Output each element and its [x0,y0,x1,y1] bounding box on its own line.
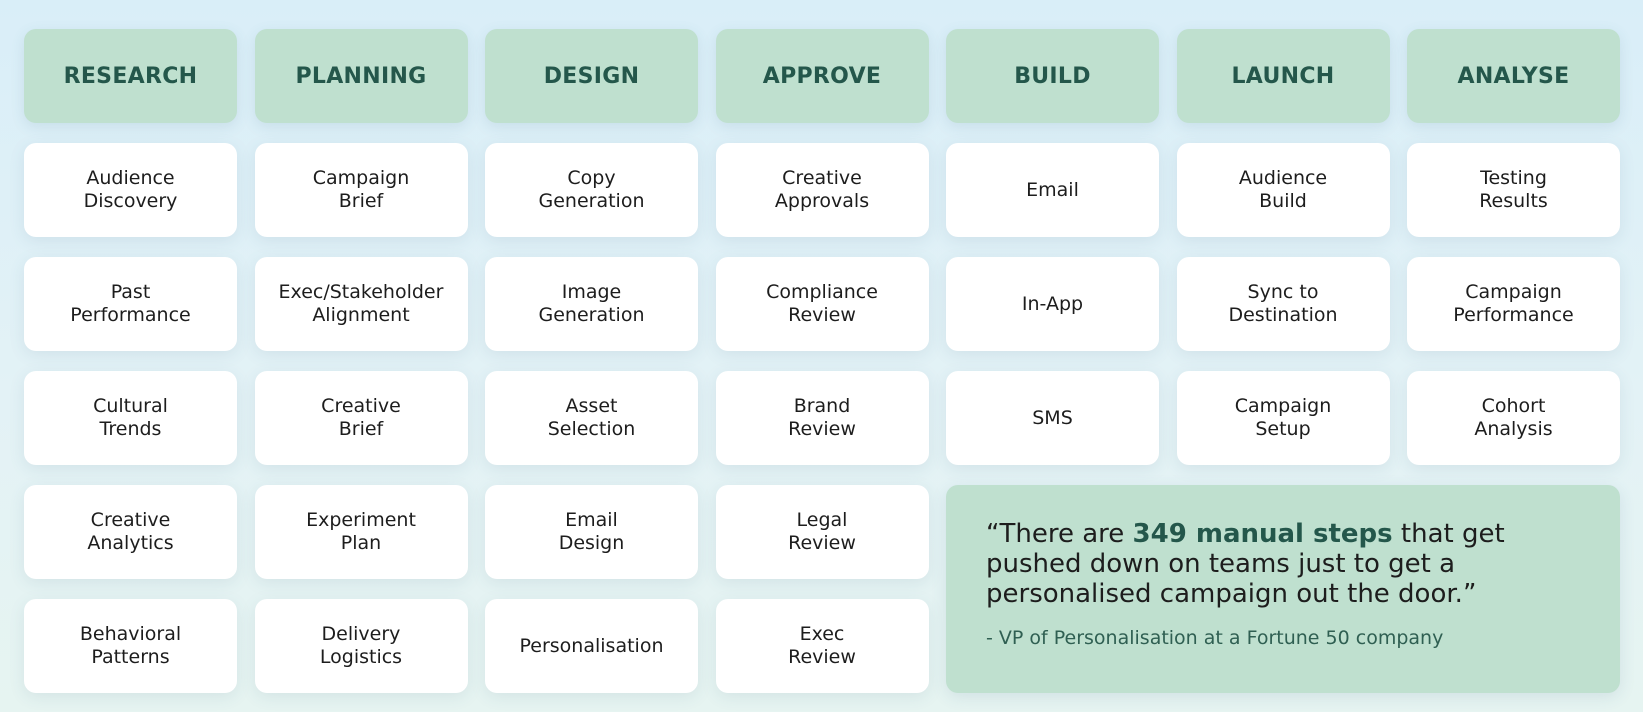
stage-label: APPROVE [762,63,882,89]
step-label: Creative Analytics [87,509,174,554]
stage-header-design: DESIGN [485,29,698,123]
step-label: SMS [1032,406,1073,429]
step-label: Behavioral Patterns [79,623,182,668]
step-card: Image Generation [485,257,698,351]
quote-attribution: - VP of Personalisation at a Fortune 50 … [986,627,1444,649]
stage-label: BUILD [1014,63,1091,89]
step-card: Creative Analytics [24,485,237,579]
step-card: Copy Generation [485,143,698,237]
stage-header-launch: LAUNCH [1176,29,1390,123]
step-label: Personalisation [519,634,664,657]
step-card: Brand Review [715,371,929,465]
step-label: Email Design [558,509,625,554]
step-card: Personalisation [485,599,698,693]
step-label: Audience Discovery [83,167,178,212]
step-label: Cohort Analysis [1474,395,1553,440]
step-label: Exec/Stakeholder Alignment [278,281,444,326]
step-card: Compliance Review [715,257,929,351]
step-label: Cultural Trends [93,395,168,440]
stage-header-build: BUILD [946,29,1159,123]
step-card: In-App [946,257,1159,351]
step-label: Experiment Plan [306,509,416,554]
step-label: Delivery Logistics [319,623,403,668]
quote-text: “There are 349 manual steps that get pus… [986,519,1580,609]
workflow-grid: RESEARCH PLANNING DESIGN APPROVE BUILD L… [24,29,1620,693]
stage-label: PLANNING [295,63,427,89]
step-card: Past Performance [24,257,237,351]
step-card: Creative Approvals [715,143,929,237]
step-label: Email [1026,178,1079,201]
step-label: Sync to Destination [1228,281,1338,326]
step-card: Legal Review [715,485,929,579]
step-card: Behavioral Patterns [24,599,237,693]
step-label: Campaign Performance [1453,281,1574,326]
stage-header-planning: PLANNING [254,29,468,123]
quote-card: “There are 349 manual steps that get pus… [946,485,1620,693]
step-card: Cultural Trends [24,371,237,465]
step-card: Audience Build [1176,143,1390,237]
step-label: Audience Build [1238,167,1328,212]
step-label: Legal Review [788,509,856,554]
quote-before: “There are [986,519,1133,549]
stage-label: ANALYSE [1457,63,1570,89]
step-card: Delivery Logistics [254,599,468,693]
stage-label: LAUNCH [1231,63,1335,89]
step-card: Exec Review [715,599,929,693]
stage-header-research: RESEARCH [24,29,237,123]
step-label: Past Performance [70,281,191,326]
step-card: Campaign Performance [1407,257,1620,351]
stage-header-approve: APPROVE [715,29,929,123]
step-label: Compliance Review [766,281,878,326]
quote-after: that get pushed down on teams just to ge… [986,519,1505,609]
step-label: Creative Approvals [774,167,870,212]
step-card: Experiment Plan [254,485,468,579]
step-label: Campaign Brief [312,167,410,212]
step-label: Asset Selection [547,395,636,440]
step-card: Asset Selection [485,371,698,465]
step-card: Campaign Brief [254,143,468,237]
stage-label: RESEARCH [63,63,198,89]
step-card: SMS [946,371,1159,465]
step-card: Cohort Analysis [1407,371,1620,465]
step-card: Campaign Setup [1176,371,1390,465]
step-label: Campaign Setup [1234,395,1332,440]
stage-header-analyse: ANALYSE [1407,29,1620,123]
step-label: Exec Review [788,623,856,668]
step-label: Creative Brief [321,395,401,440]
step-card: Email Design [485,485,698,579]
quote-highlight: 349 manual steps [1132,519,1393,549]
step-card: Audience Discovery [24,143,237,237]
step-card: Exec/Stakeholder Alignment [254,257,468,351]
step-label: Image Generation [538,281,645,326]
step-card: Testing Results [1407,143,1620,237]
step-label: In-App [1021,292,1084,315]
step-card: Creative Brief [254,371,468,465]
step-card: Sync to Destination [1176,257,1390,351]
step-label: Brand Review [788,395,856,440]
step-label: Copy Generation [538,167,645,212]
stage-label: DESIGN [543,63,640,89]
step-label: Testing Results [1479,167,1548,212]
step-card: Email [946,143,1159,237]
